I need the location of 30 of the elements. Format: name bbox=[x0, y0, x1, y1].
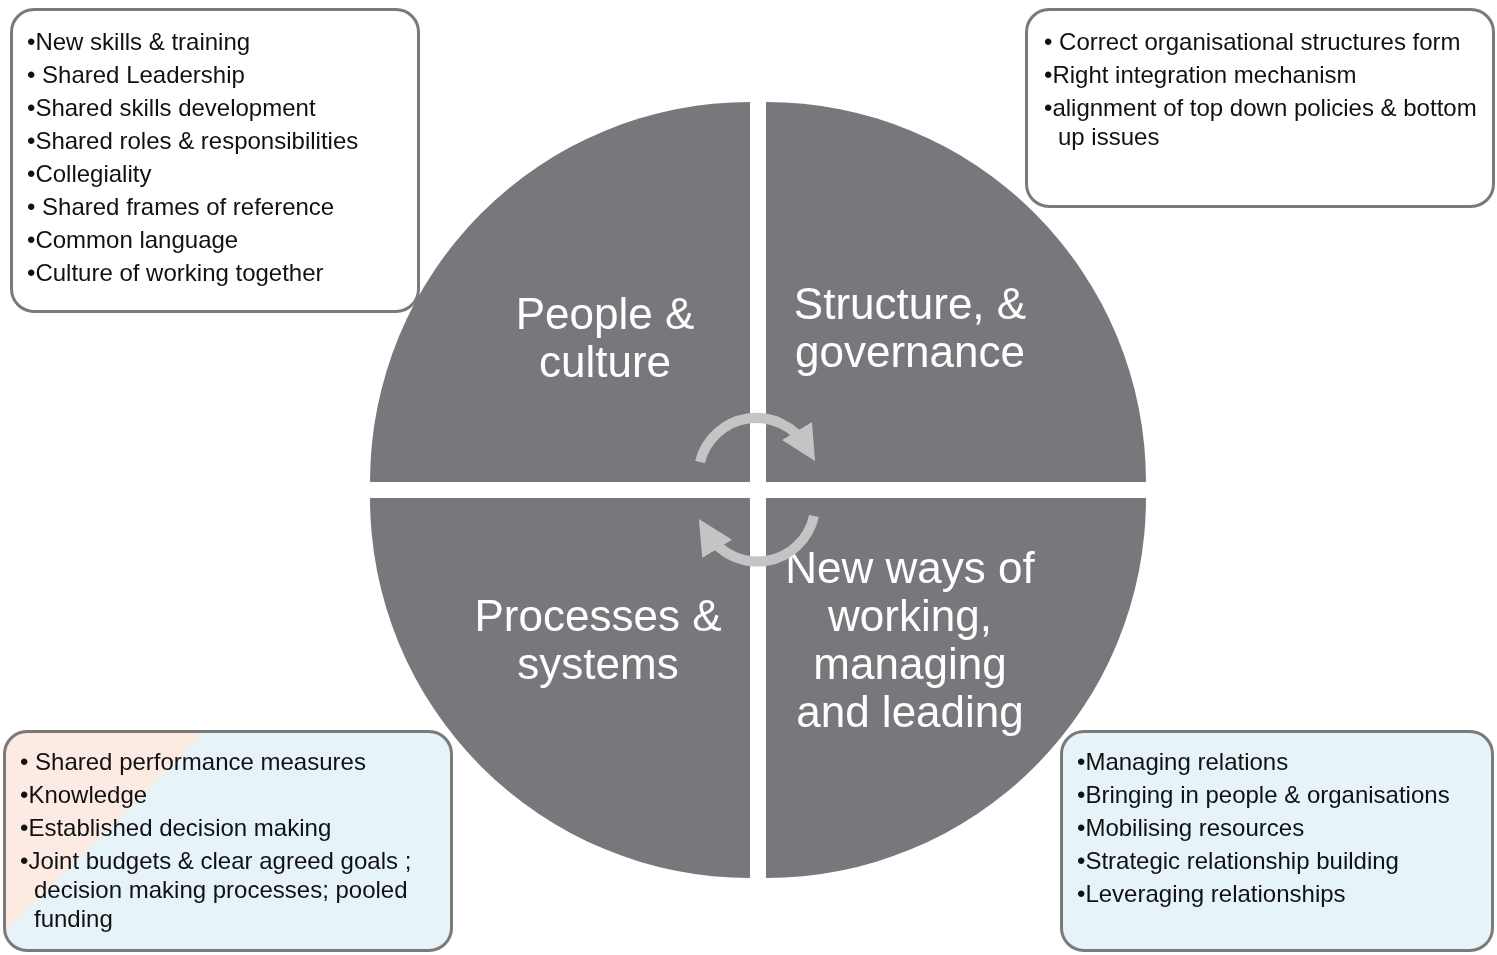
bullet-item: •Right integration mechanism bbox=[1044, 60, 1358, 89]
bullet-item: • Shared performance measures bbox=[20, 747, 367, 776]
quadrant-label: Structure, & governance bbox=[792, 280, 1028, 376]
bullet-item: • Shared Leadership bbox=[27, 60, 246, 89]
bullet-item: •Shared roles & responsibilities bbox=[27, 126, 360, 155]
bullet-item: •Shared skills development bbox=[27, 93, 317, 122]
curved-arrow bbox=[697, 514, 819, 567]
bullet-item: •Common language bbox=[27, 225, 240, 254]
quadrant-label: People & culture bbox=[514, 290, 696, 386]
quadrant-label: Processes & systems bbox=[473, 592, 723, 688]
text-panel bbox=[3, 730, 453, 952]
bullet-item: •Leveraging relationships bbox=[1077, 879, 1347, 908]
bullet-item: •Mobilising resources bbox=[1077, 813, 1306, 842]
text-panel bbox=[1060, 730, 1494, 952]
bullet-item: •Established decision making bbox=[20, 813, 333, 842]
text-panel bbox=[10, 8, 420, 313]
bullet-item: •Collegiality bbox=[27, 159, 153, 188]
bullet-item: •Culture of working together bbox=[27, 258, 325, 287]
bullet-item: •Managing relations bbox=[1077, 747, 1290, 776]
bullet-item: •Knowledge bbox=[20, 780, 149, 809]
text-panel bbox=[1025, 8, 1495, 208]
quadrant-label: New ways of working, managing and leading bbox=[784, 544, 1036, 736]
curved-arrow bbox=[695, 413, 816, 464]
bullet-item: • Shared frames of reference bbox=[27, 192, 336, 221]
bullet-item: •New skills & training bbox=[27, 27, 252, 56]
bullet-item: • Correct organisational structures form bbox=[1044, 27, 1462, 56]
bullet-item: •Bringing in people & organisations bbox=[1077, 780, 1451, 809]
bullet-item: •alignment of top down policies & bottom up issues bbox=[1044, 93, 1478, 151]
bullet-item: •Strategic relationship building bbox=[1077, 846, 1400, 875]
bullet-item: •Joint budgets & clear agreed goals ; decision making processes; pooled funding bbox=[20, 846, 413, 933]
